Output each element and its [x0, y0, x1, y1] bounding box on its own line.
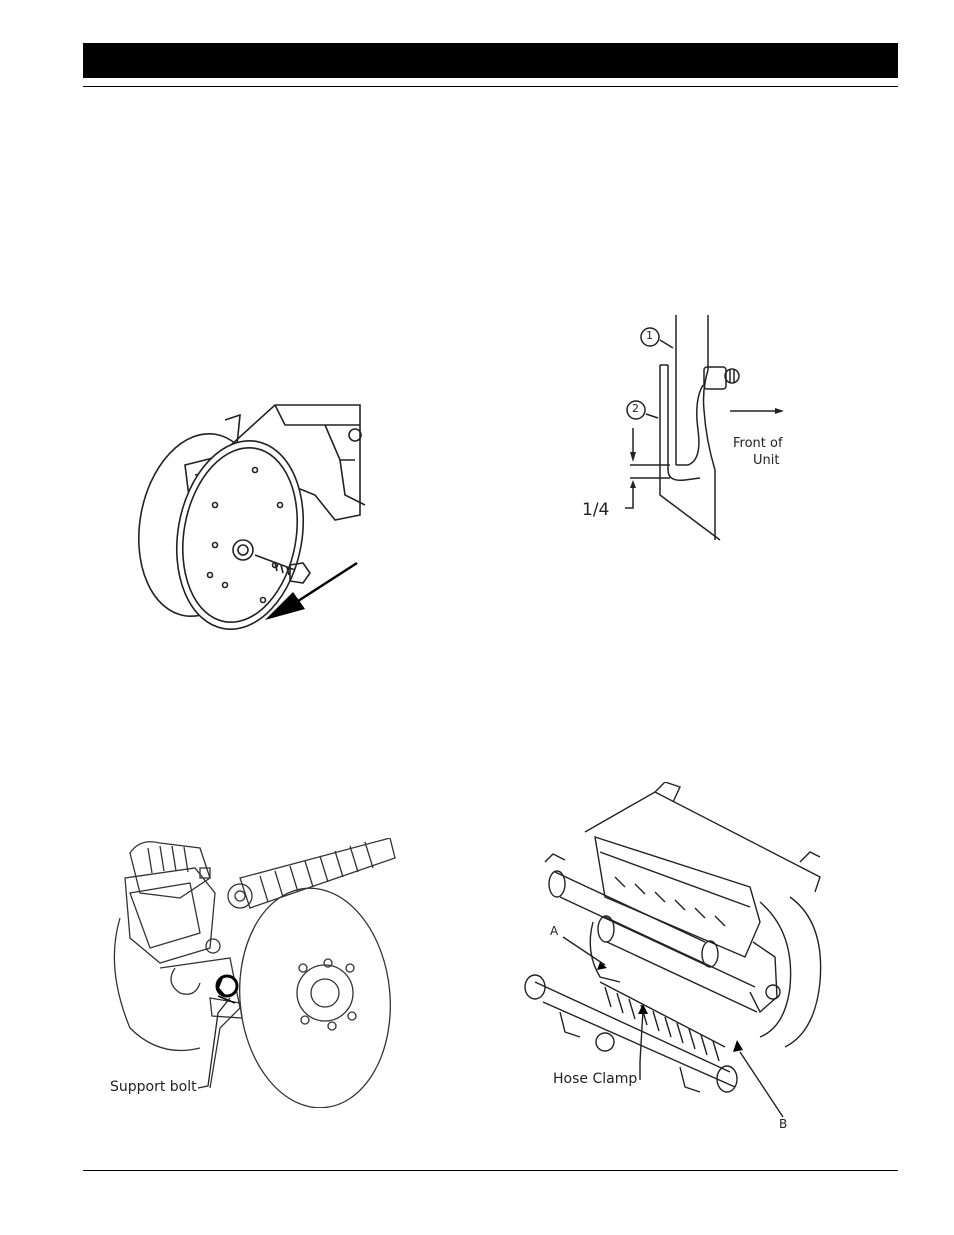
dimension-label: 1/4: [582, 500, 609, 520]
header-rule: [83, 86, 898, 87]
front-of-unit-label-line1: Front of: [733, 436, 783, 451]
callout-label-1: 1: [646, 329, 653, 342]
disc-opener-illustration: [125, 395, 385, 630]
front-of-unit-label-line2: Unit: [753, 453, 779, 468]
support-bolt-illustration: [100, 838, 400, 1108]
footer-rule: [83, 1170, 898, 1171]
label-a: A: [550, 924, 558, 938]
callout-label-2: 2: [632, 402, 639, 415]
hose-clamp-label: Hose Clamp: [553, 1071, 637, 1087]
support-bolt-label: Support bolt: [110, 1079, 197, 1095]
label-b: B: [779, 1117, 787, 1131]
header-bar: [83, 43, 898, 78]
